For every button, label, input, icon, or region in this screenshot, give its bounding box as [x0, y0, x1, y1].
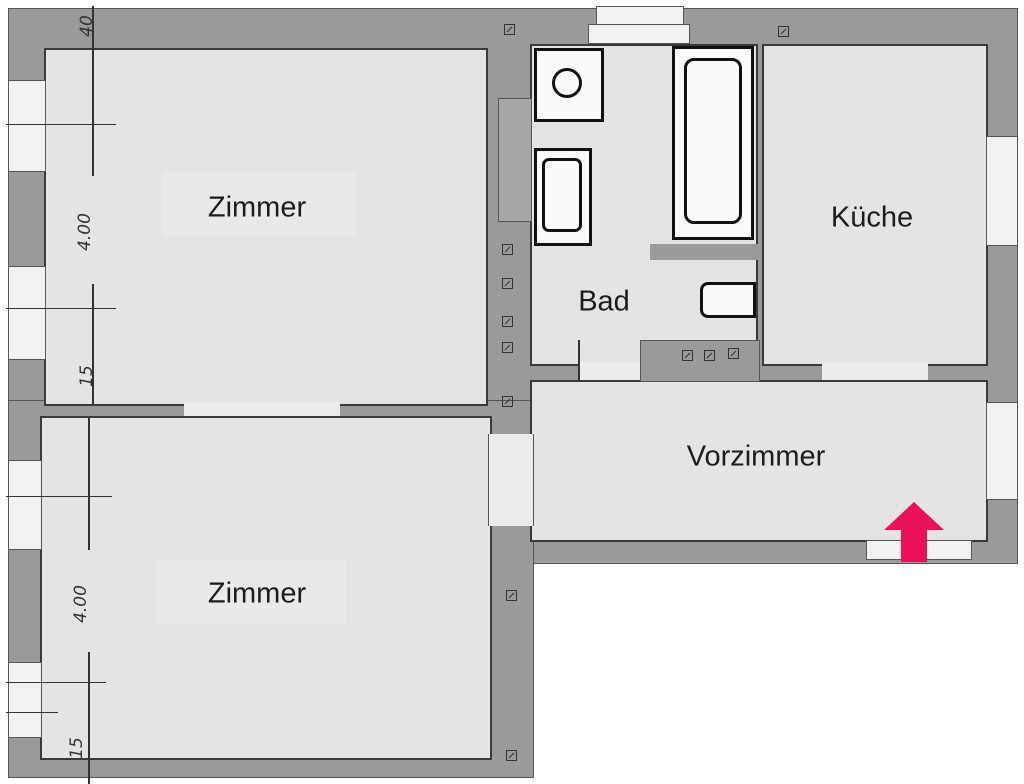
- room-label-zimmer-1: Zimmer: [207, 191, 307, 224]
- socket-icon: [504, 24, 515, 35]
- socket-icon: [502, 396, 513, 407]
- dimension-label: 40: [76, 15, 97, 37]
- socket-icon: [502, 316, 513, 327]
- dimension-tick: [6, 496, 112, 497]
- window-zimmer-2-b: [8, 662, 42, 738]
- window-kueche: [986, 136, 1018, 246]
- window-vorzimmer: [986, 402, 1018, 500]
- doorway-bad: [578, 362, 640, 384]
- socket-icon: [506, 750, 517, 761]
- shower-basin-icon: [542, 158, 582, 232]
- bad-partition-wall: [650, 244, 758, 260]
- window-zimmer-1-a: [8, 80, 46, 172]
- dimension-tick: [6, 712, 58, 713]
- socket-icon: [506, 590, 517, 601]
- room-label-zimmer-2: Zimmer: [207, 577, 307, 610]
- socket-icon: [778, 26, 789, 37]
- shaft-block: [640, 340, 760, 382]
- window-bad-top: [596, 6, 684, 26]
- dimension-tick: [6, 308, 116, 309]
- dimension-line: [88, 652, 90, 784]
- room-label-vorzimmer: Vorzimmer: [686, 440, 826, 473]
- room-label-kueche: Küche: [830, 201, 914, 234]
- dimension-label: 15: [66, 737, 87, 759]
- dimension-tick: [6, 124, 116, 125]
- doorway-zimmer-2-vorzimmer: [488, 434, 534, 526]
- socket-icon: [682, 350, 693, 361]
- room-label-bad: Bad: [578, 285, 630, 318]
- socket-icon: [728, 348, 739, 359]
- window-zimmer-1-b: [8, 266, 46, 360]
- dimension-label: 4.00: [74, 213, 95, 251]
- dimension-label: 4.00: [70, 585, 91, 623]
- socket-icon: [502, 342, 513, 353]
- drum-circle-icon: [552, 68, 582, 98]
- dimension-line: [92, 6, 94, 176]
- dimension-tick: [6, 682, 106, 683]
- dimension-label: 15: [76, 365, 97, 387]
- doorway-zimmer-1-2: [184, 402, 340, 418]
- sink-icon: [700, 282, 756, 318]
- dimension-line: [88, 418, 90, 550]
- entrance-arrow-icon: [882, 500, 946, 562]
- label-background: [156, 560, 346, 624]
- window-bad-top-sill: [588, 24, 690, 44]
- door-swing-line: [578, 340, 580, 380]
- window-zimmer-2-a: [8, 460, 42, 550]
- socket-icon: [502, 278, 513, 289]
- socket-icon: [704, 350, 715, 361]
- wall-niche: [498, 98, 532, 222]
- socket-icon: [502, 244, 513, 255]
- bathtub-basin-icon: [684, 58, 742, 224]
- dimension-line: [92, 284, 94, 404]
- label-background: [162, 172, 356, 236]
- doorway-kueche: [822, 362, 928, 384]
